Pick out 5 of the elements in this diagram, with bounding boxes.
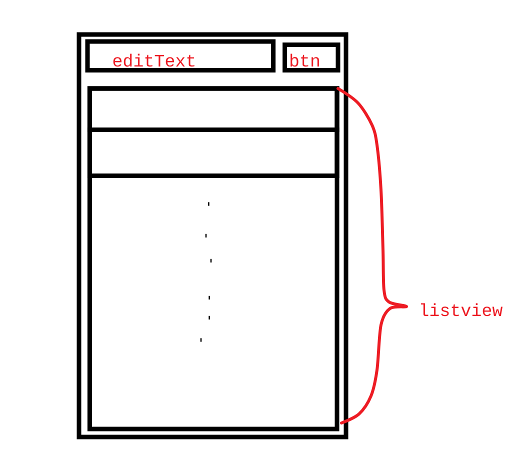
- button: btn: [282, 42, 340, 72]
- list-row: [87, 127, 340, 178]
- screen-frame: [76, 32, 348, 440]
- text-input-field: editText: [85, 39, 276, 72]
- brace-label: listview: [420, 303, 503, 316]
